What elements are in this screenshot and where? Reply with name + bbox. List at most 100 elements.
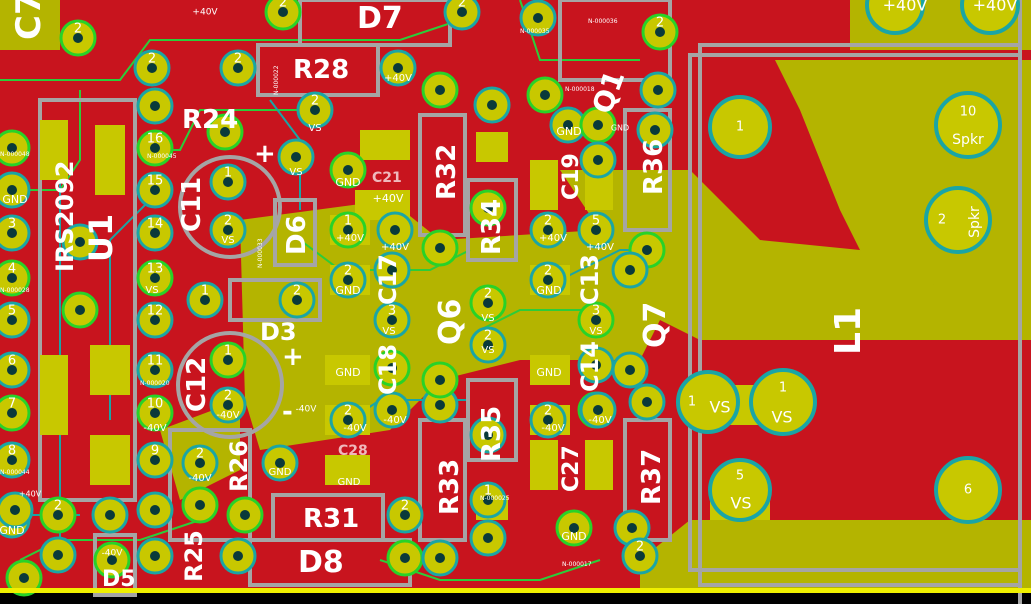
minus-mark-c12: - — [282, 397, 293, 427]
drill-hole — [487, 100, 497, 110]
drill-hole — [533, 13, 543, 23]
net-label: GND — [536, 284, 561, 297]
drill-hole — [625, 365, 635, 375]
net-label: N-000025 — [480, 495, 510, 502]
drill-hole — [343, 415, 353, 425]
drill-hole — [10, 505, 20, 515]
pad-number: 1 — [779, 381, 787, 396]
drill-hole — [635, 551, 645, 561]
drill-hole — [591, 360, 601, 370]
large-pad-layer — [676, 0, 1020, 524]
pad-number: 5 — [592, 214, 600, 229]
drill-hole — [540, 90, 550, 100]
ref-c27: C27 — [559, 445, 584, 492]
net-label: GND — [335, 366, 360, 379]
drill-hole — [223, 225, 233, 235]
net-labels: +40V +40V +40V +40V +40V +40V +40V +40V … — [0, 0, 1017, 568]
net-label: VS — [481, 345, 494, 356]
net-label: -40V — [216, 410, 239, 421]
courtyard-layer — [38, 0, 1022, 604]
drill-hole — [7, 408, 17, 418]
pad-number: 2 — [224, 214, 232, 229]
drill-hole — [292, 295, 302, 305]
drill-hole — [150, 455, 160, 465]
ref-r35: R35 — [477, 406, 507, 462]
drill-hole — [543, 225, 553, 235]
net-label: GND — [536, 366, 561, 379]
drill-hole — [435, 553, 445, 563]
drill-hole — [150, 408, 160, 418]
drill-hole — [563, 120, 573, 130]
net-label: N-000020 — [140, 380, 170, 387]
drill-hole — [593, 120, 603, 130]
drill-hole — [53, 510, 63, 520]
ref-c13: C13 — [576, 254, 604, 305]
drill-hole — [393, 63, 403, 73]
net-label: VS — [382, 326, 395, 337]
ref-irs2092: IRS2092 — [51, 161, 79, 273]
ref-c17: C17 — [374, 254, 402, 305]
drill-hole — [483, 533, 493, 543]
ref-c12: C12 — [182, 357, 212, 412]
pad-number: 3 — [388, 304, 396, 319]
net-label: Spkr — [952, 132, 984, 148]
net-label: -40V — [102, 549, 124, 559]
plus-mark-c12: + — [282, 342, 304, 372]
pad-number: 2 — [544, 264, 552, 279]
ref-r34: R34 — [477, 199, 507, 255]
drill-hole — [591, 225, 601, 235]
drill-hole — [150, 228, 160, 238]
drill-hole — [569, 523, 579, 533]
pad-number: 2 — [484, 287, 492, 302]
pad-number: 1 — [224, 344, 232, 359]
board-edge-cut — [0, 588, 1031, 593]
pad-number: 2 — [636, 540, 644, 555]
net-label: N-000045 — [147, 153, 177, 160]
net-label: +40V — [586, 242, 614, 253]
drill-hole — [7, 273, 17, 283]
drill-hole — [625, 265, 635, 275]
ref-r36: R36 — [639, 139, 669, 195]
net-label: VS — [221, 235, 234, 246]
drill-hole — [653, 85, 663, 95]
drill-hole — [19, 573, 29, 583]
pad-number: 1 — [344, 214, 352, 229]
drill-hole — [150, 143, 160, 153]
drill-hole — [343, 165, 353, 175]
ref-r37: R37 — [637, 449, 667, 505]
drill-hole — [435, 85, 445, 95]
ref-c18: C18 — [374, 344, 402, 395]
pad-number: 7 — [8, 397, 16, 412]
pad-number: 2 — [344, 264, 352, 279]
drill-hole — [400, 553, 410, 563]
drill-hole — [53, 550, 63, 560]
plus-mark-c11: + — [254, 139, 276, 169]
pad-number: 2 — [458, 0, 466, 11]
net-label: GND — [556, 125, 581, 138]
net-label: +40V — [381, 242, 409, 253]
drill-hole — [650, 125, 660, 135]
drill-hole — [195, 500, 205, 510]
pad-number: 5 — [8, 304, 16, 319]
drill-hole — [240, 510, 250, 520]
drill-hole — [343, 225, 353, 235]
pad-number: 2 — [148, 52, 156, 67]
pad-number: 12 — [147, 304, 164, 319]
net-label: VS — [730, 494, 751, 513]
drill-hole — [483, 203, 493, 213]
pad-number: 2 — [484, 329, 492, 344]
drill-hole — [593, 405, 603, 415]
pad-number: 8 — [8, 444, 16, 459]
drill-hole — [543, 275, 553, 285]
net-label: VS — [289, 167, 302, 178]
net-label: GND — [269, 467, 292, 478]
net-label: +40V — [883, 0, 928, 15]
net-label: -40V — [383, 415, 406, 426]
net-label: -40V — [296, 405, 318, 415]
cap-outlines — [176, 155, 284, 439]
net-label: GND — [611, 124, 629, 133]
ref-r26: R26 — [225, 440, 253, 492]
drill-hole — [195, 458, 205, 468]
